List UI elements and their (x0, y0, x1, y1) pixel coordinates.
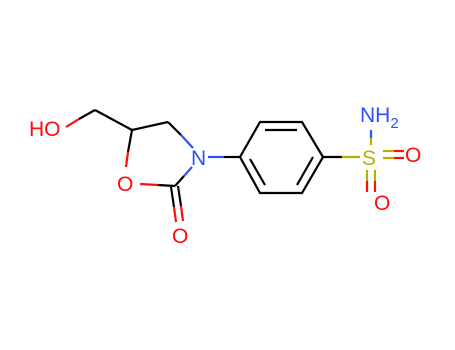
amine-label: NH2 (360, 104, 399, 132)
bond-ch2-c5 (94, 109, 133, 131)
amine-text: NH (360, 104, 390, 127)
bond-c4-n (180, 134, 194, 149)
hydroxyl-label: HO (29, 118, 61, 141)
bond-o1-c2 (139, 182, 159, 187)
bond-c2-carbonyl (169, 186, 176, 208)
benzene-ring (238, 120, 325, 195)
bond-c2-carbonyl (176, 185, 183, 207)
bond-c5-o1 (126, 129, 134, 153)
sulfonyl-oxygen-down-label: O (374, 192, 390, 215)
bond-o1-c2 (157, 183, 176, 188)
carbonyl-oxygen-label: O (172, 225, 188, 248)
benzene-inner-bond (296, 156, 314, 186)
bond-c2-n (183, 166, 193, 177)
bond-c4-n (167, 121, 182, 136)
ring-oxygen-label: O (117, 173, 133, 196)
sulfur-label: S (362, 147, 376, 170)
bond-c2-carbonyl (179, 205, 185, 222)
ring-nitrogen-label: N (191, 147, 206, 170)
bond-c5-o1 (124, 151, 130, 168)
sulfonyl-oxygen-right-label: O (405, 144, 421, 167)
bond-c2-n (174, 175, 185, 187)
amine-subscript: 2 (390, 115, 398, 132)
bond-ho-ch2 (78, 109, 96, 120)
bond-ho-ch2 (65, 118, 80, 128)
bond-c5-c4 (131, 120, 169, 132)
bond-c2-carbonyl (172, 206, 178, 223)
benzene-inner-bond (249, 158, 266, 186)
